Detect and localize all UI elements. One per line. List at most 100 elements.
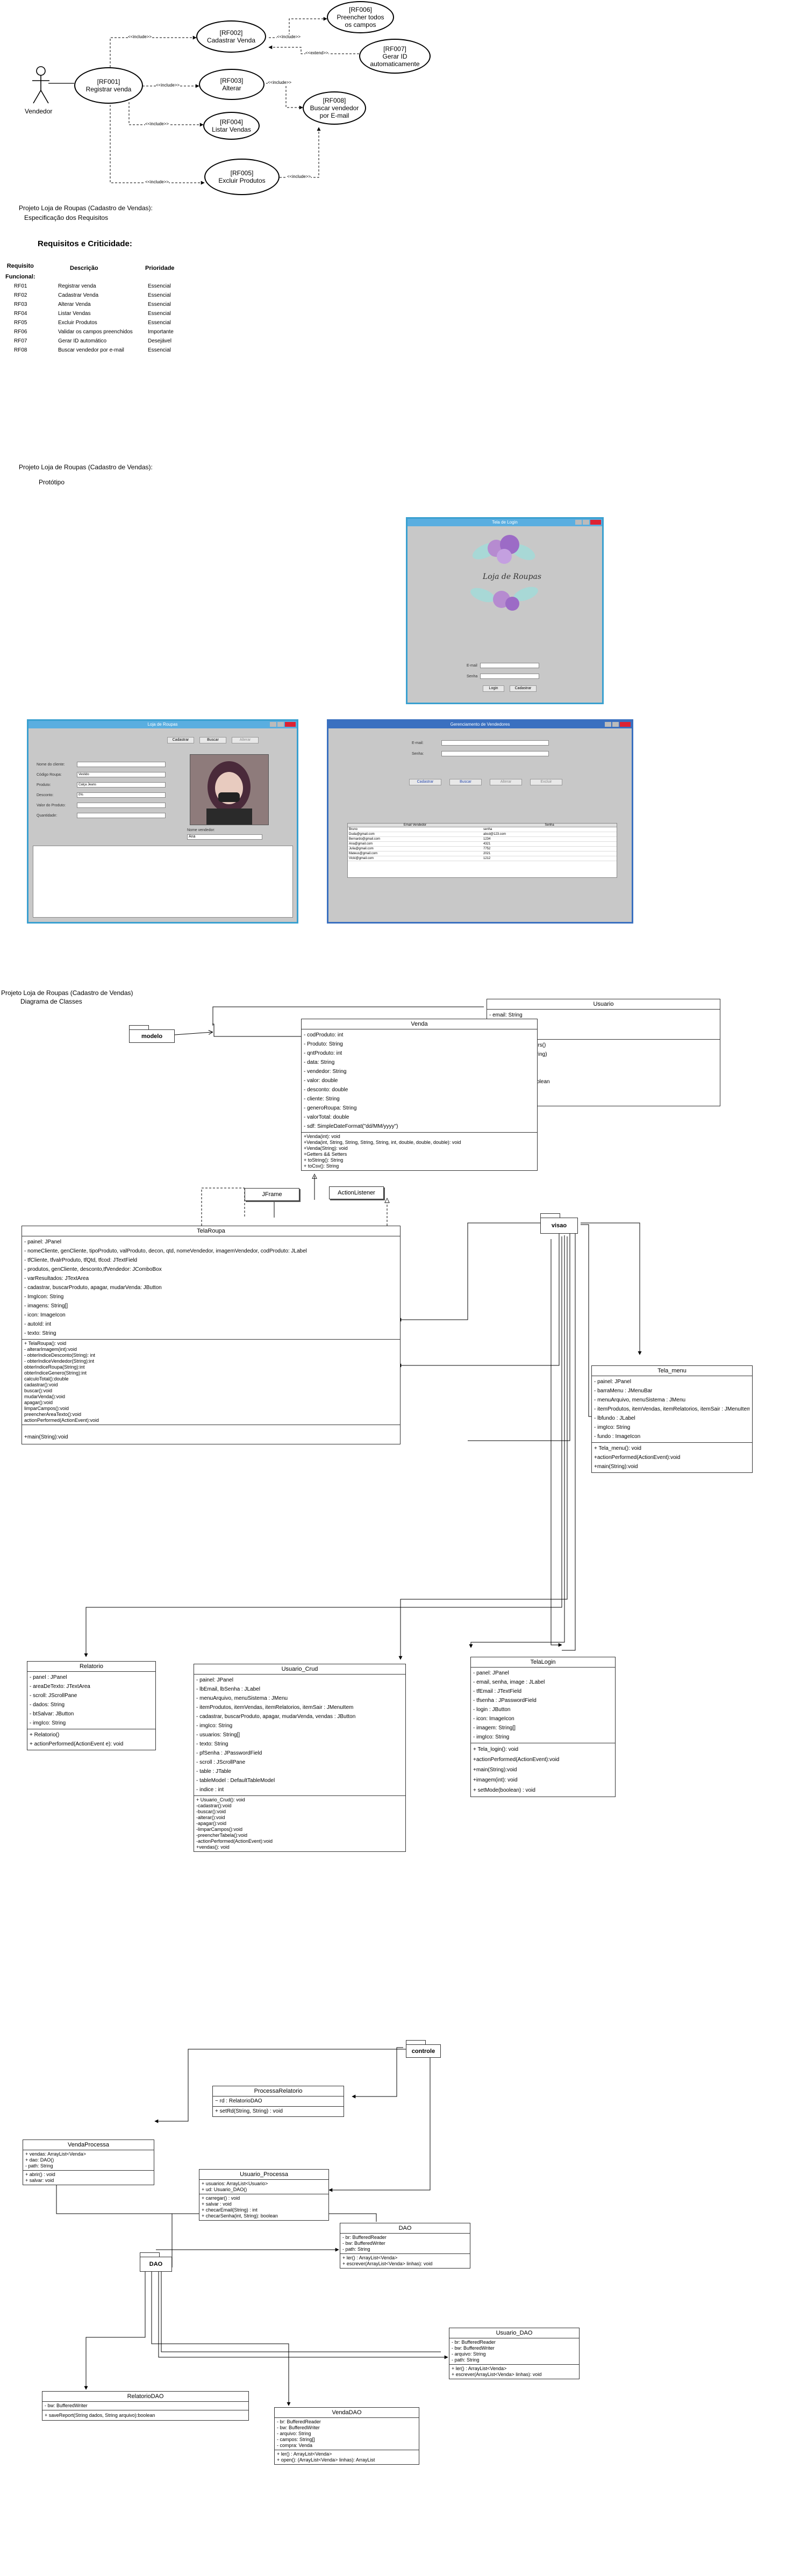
sellers-register-button[interactable]: Cadastrar	[409, 779, 441, 785]
class-operations: + ler() : ArrayList<Venda>+ open(): (Arr…	[275, 2450, 419, 2464]
store-search-button[interactable]: Buscar	[199, 737, 226, 743]
class-operation: + checarSenha(int, String): boolean	[202, 2213, 278, 2219]
store-field-input[interactable]	[77, 803, 166, 808]
class-operation: - obterIndiceVendedor(String):int	[24, 1358, 95, 1364]
actionlistener-interface: ActionListener	[329, 1186, 384, 1199]
usecase-rf004[interactable]: [RF004]Listar Vendas	[203, 112, 260, 140]
table-cell: 2021	[483, 852, 491, 855]
class-processarelatorio: ProcessaRelatorio~ rd : RelatorioDAO+ se…	[212, 2086, 344, 2117]
class-attribute: - texto: String	[24, 1330, 56, 1336]
table-cell: 4321	[483, 842, 491, 846]
class-telamenu: Tela_menu- painel: JPanel- barraMenu : J…	[591, 1365, 753, 1473]
class-attribute: - menuArquivo, menuSistema : JMenu	[196, 1695, 288, 1701]
class-operation: +main(String):void	[473, 1767, 517, 1773]
requirement-priority: Essencial	[148, 283, 171, 289]
class-operation: + open(): (ArrayList<Venda> linhas): Arr…	[277, 2457, 375, 2463]
sellers-email-label: E-mail:	[412, 741, 424, 745]
usecase-label: Listar Vendas	[212, 126, 251, 133]
include-label: <<include>>	[145, 180, 169, 184]
login-logo-text: Loja de Roupas	[483, 573, 542, 581]
actor-figure	[30, 65, 52, 108]
sellers-email-input[interactable]	[441, 740, 549, 746]
usecase-rf003[interactable]: [RF003]Alterar	[199, 69, 264, 100]
seller-select[interactable]: Ana	[187, 834, 262, 840]
class-name: Usuario_DAO	[449, 2328, 579, 2338]
results-textarea[interactable]	[33, 846, 293, 918]
class-usuariocrud: Usuario_Crud- painel: JPanel- lbEmail, l…	[194, 1664, 406, 1852]
store-register-button[interactable]: Cadastrar	[167, 737, 194, 743]
table-cell: 1234	[483, 838, 491, 841]
class-attribute: - email: String	[489, 1012, 523, 1018]
minimize-icon	[270, 722, 276, 727]
requirement-id: RF04	[14, 311, 27, 317]
store-edit-button[interactable]: Alterar	[232, 737, 259, 743]
sellers-search-button[interactable]: Buscar	[449, 779, 482, 785]
class-operation: - alterarImagem(int):void	[24, 1347, 77, 1352]
class-attribute: - tfEmail : JTextField	[473, 1688, 522, 1694]
requirements-title: Requisitos e Criticidade:	[38, 239, 132, 248]
class-operation: + actionPerformed(ActionEvent e): void	[30, 1741, 124, 1747]
class-name: Relatorio	[27, 1662, 155, 1672]
class-attributes: + usuarios: ArrayList<Usuario>+ ud: Usua…	[199, 2180, 328, 2194]
usecase-rf005[interactable]: [RF005]Excluir Produtos	[204, 159, 280, 195]
class-attribute: - table : JTable	[196, 1769, 232, 1774]
class-operation: + salvar : void	[202, 2201, 232, 2207]
store-field-input[interactable]	[77, 813, 166, 818]
store-field-input[interactable]: 0%	[77, 792, 166, 798]
class-attribute: - barraMenu : JMenuBar	[594, 1388, 653, 1394]
actor-label: Vendedor	[25, 108, 53, 115]
class-operation: - obterIndiceDesconto(String): int	[24, 1353, 96, 1358]
signup-button[interactable]: Cadastrar	[510, 685, 537, 692]
class-attribute: - imgIco: String	[30, 1720, 66, 1726]
class-operation: + ler() : ArrayList<Venda>	[452, 2366, 507, 2371]
proto-subtitle: Protótipo	[39, 478, 65, 486]
class-name: TelaRoupa	[22, 1226, 400, 1236]
login-email-input[interactable]	[480, 663, 539, 668]
class-operation: + toString(): String	[304, 1157, 344, 1163]
store-field-input[interactable]: Calça Jeans	[77, 782, 166, 788]
class-attribute: - codProduto: int	[304, 1032, 344, 1038]
usecase-rf002[interactable]: [RF002]Cadastrar Venda	[196, 20, 266, 53]
window-titlebar: Tela de Login	[407, 519, 602, 526]
sellers-password-input[interactable]	[441, 751, 549, 756]
usecase-rf001[interactable]: [RF001]Registrar venda	[74, 67, 143, 104]
sellers-delete-button[interactable]: Excluir	[530, 779, 562, 785]
class-operation: -limparCampos():void	[196, 1827, 243, 1832]
classdiag-subtitle: Diagrama de Classes	[20, 998, 82, 1005]
class-name: Usuario_Processa	[199, 2170, 328, 2180]
class-attribute: - path: String	[452, 2357, 480, 2363]
requirement-priority: Essencial	[148, 311, 171, 317]
header-prioridade: Prioridade	[145, 265, 175, 271]
class-operation: +Venda(int): void	[304, 1134, 340, 1139]
store-field-input[interactable]: Vestido	[77, 772, 166, 777]
store-field-input[interactable]	[77, 762, 166, 767]
login-password-input[interactable]	[480, 674, 539, 679]
class-operation: + Tela_menu(): void	[594, 1446, 641, 1451]
requirement-description: Validar os campos preenchidos	[58, 329, 133, 335]
class-name: Tela_menu	[592, 1366, 752, 1376]
class-attribute: - dados: String	[30, 1702, 65, 1708]
class-attributes: ~ rd : RelatorioDAO	[213, 2096, 344, 2107]
class-attribute: - itemProdutos, itemVendas, itemRelatori…	[196, 1705, 354, 1711]
usecase-label-2: automaticamente	[370, 60, 420, 68]
login-button[interactable]: Login	[483, 685, 504, 692]
usecase-id: [RF001]	[97, 78, 120, 85]
window-titlebar: Gerenciamento de Vendedores	[328, 721, 632, 728]
package-tab	[140, 2252, 160, 2257]
class-name: TelaLogin	[471, 1657, 615, 1668]
jframe-interface: JFrame	[245, 1188, 299, 1201]
requirement-description: Cadastrar Venda	[58, 292, 99, 298]
sellers-edit-button[interactable]: Alterar	[490, 779, 522, 785]
